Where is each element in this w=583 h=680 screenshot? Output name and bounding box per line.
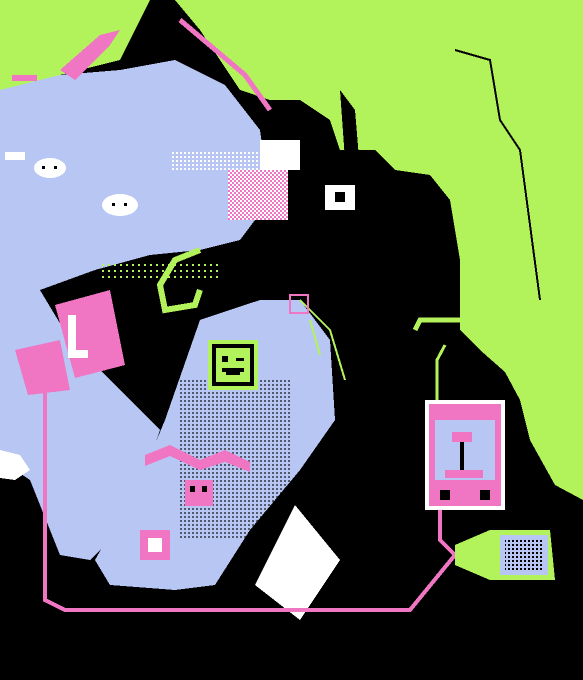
bottle-icon <box>455 530 555 580</box>
black-track <box>454 49 541 301</box>
white-dotted-panel <box>170 150 260 170</box>
white-rocks <box>0 450 30 480</box>
lime-pipe <box>156 247 203 314</box>
potted-flower-icon <box>425 400 505 510</box>
lime-square-frame <box>289 294 309 314</box>
white-panel <box>260 140 300 170</box>
pink-dash <box>12 75 37 81</box>
pink-ribbon <box>178 18 273 112</box>
pink-streak <box>60 30 120 80</box>
white-wedge <box>255 505 340 620</box>
lime-ledge-right <box>520 400 583 500</box>
pink-vine <box>435 344 447 400</box>
lavender-cliff <box>0 60 270 290</box>
pink-monster-icon <box>140 445 250 560</box>
black-spire <box>340 90 360 170</box>
pink-cable-right <box>438 510 457 557</box>
lime-rails <box>299 299 346 381</box>
winking-smiley-face-icon <box>208 340 258 390</box>
lime-sky <box>0 0 583 420</box>
wrist-cuff-icon <box>15 290 125 395</box>
checker-panel <box>228 170 288 220</box>
lime-top-left <box>0 0 150 90</box>
lime-dotted-bar <box>100 260 220 280</box>
white-bracket-inner <box>335 192 345 202</box>
lime-hook <box>412 317 518 371</box>
cloud-creature-icon <box>5 152 138 216</box>
